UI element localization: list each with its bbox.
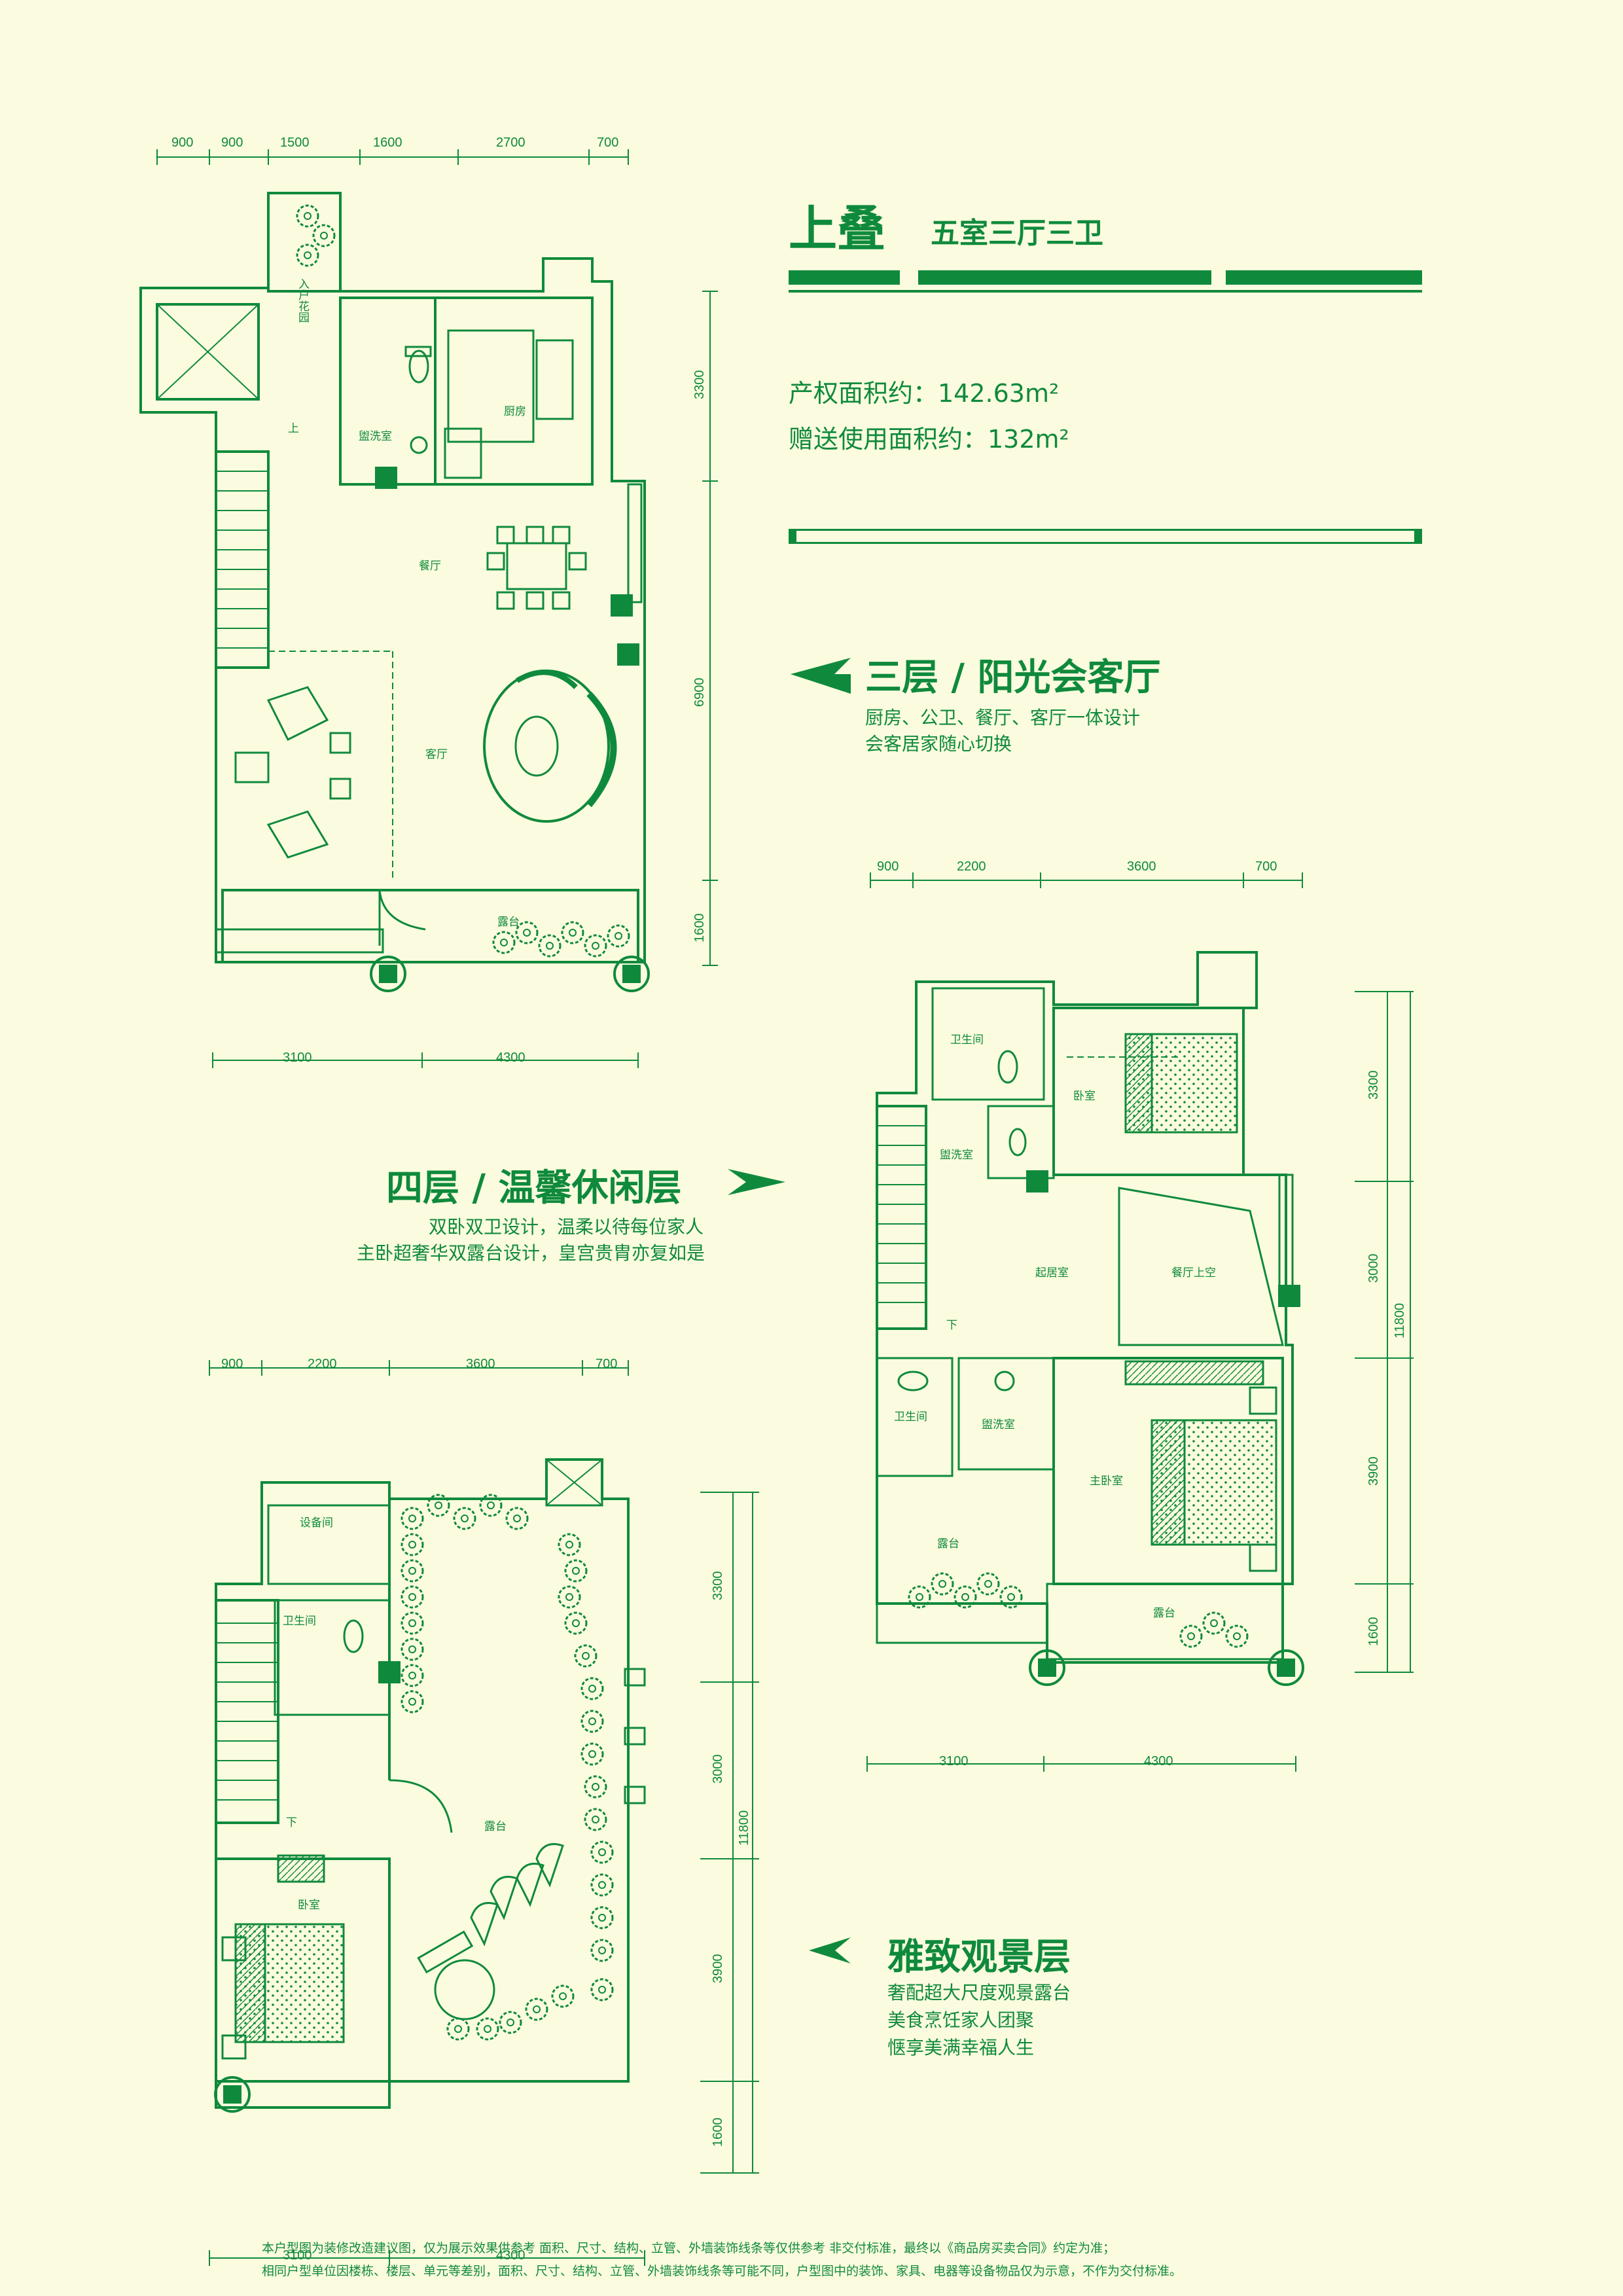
room-label-master: 主卧室: [1090, 1475, 1123, 1488]
stair-up-label: 上: [288, 422, 299, 435]
room-label-bath-2: 卫生间: [894, 1410, 927, 1424]
floor5-top-dims: 900 2200 3600 700: [221, 1357, 617, 1371]
dim-total: 11800: [1393, 1303, 1407, 1338]
room-label-terrace-1: 露台: [937, 1537, 959, 1551]
room-label-washroom: 盥洗室: [940, 1149, 973, 1162]
dim-text: 4300: [496, 1050, 526, 1065]
room-label-bath: 卫生间: [950, 1033, 984, 1047]
floor4-top-dims: 900 2200 3600 700: [877, 859, 1277, 874]
dim-text: 700: [596, 1357, 617, 1371]
floor5-arrow-icon: [809, 1937, 851, 1964]
floor5-room-labels: 设备间 卫生间 下 卧室 露台: [283, 1516, 507, 1912]
dim-text: 900: [171, 135, 193, 150]
dim-text: 3600: [1127, 859, 1156, 874]
room-label-dining-void: 餐厅上空: [1171, 1266, 1216, 1280]
floor3-room-labels: 入户花园 盥洗室 厨房 上 餐厅 客厅 露台: [288, 278, 526, 929]
area-property: 产权面积约：142.63m²: [789, 379, 1060, 408]
floor5-title: 雅致观景层: [887, 1936, 1071, 1979]
dim-text: 700: [1255, 859, 1277, 874]
page-subtitle: 五室三厅三卫: [931, 217, 1103, 250]
dim-text: 4300: [496, 2248, 526, 2263]
floor3-top-dims: 900 900 1500 1600 2700 700: [171, 135, 618, 150]
floor4-desc-1: 双卧双卫设计，温柔以待每位家人: [429, 1216, 704, 1238]
room-label-bedroom: 卧室: [1073, 1090, 1096, 1103]
stair-down-label: 下: [946, 1319, 957, 1332]
room-label-equipment: 设备间: [300, 1516, 333, 1530]
floor3-arrow-icon-2: [791, 658, 851, 691]
dim-text: 900: [221, 135, 243, 150]
room-label-family: 起居室: [1035, 1266, 1069, 1280]
dim-text: 2700: [496, 135, 526, 150]
room-label-bath: 卫生间: [283, 1615, 316, 1628]
dim-text: 3100: [939, 1754, 969, 1768]
floor4-plan: [866, 872, 1414, 1772]
dim-text: 900: [877, 859, 899, 874]
room-label-dining: 餐厅: [419, 560, 441, 573]
dim-text: 3000: [1366, 1254, 1381, 1283]
dim-text: 700: [597, 135, 618, 150]
dim-text: 3100: [283, 1050, 312, 1065]
footnote-line-1: 本户型图为装修改造建议图，仅为展示效果供参考 面积、尺寸、结构、立管、外墙装饰线…: [262, 2241, 1116, 2255]
floor4-title: 四层 / 温馨休闲层: [386, 1167, 682, 1210]
floor4-desc-2: 主卧超奢华双露台设计，皇宫贵胄亦复如是: [357, 1242, 705, 1264]
dim-total: 11800: [737, 1810, 751, 1846]
floor3-desc-2: 会客居家随心切换: [865, 733, 1012, 755]
dim-text: 3300: [1366, 1071, 1381, 1100]
room-label-kitchen: 厨房: [504, 405, 526, 418]
floor5-desc-3: 惬享美满幸福人生: [887, 2037, 1035, 2058]
floor4-right-dims: 3300 3000 3900 1600 11800: [1366, 1071, 1407, 1647]
dim-text: 1600: [373, 135, 402, 150]
dim-text: 1600: [1366, 1617, 1381, 1647]
room-label-bedroom: 卧室: [298, 1899, 320, 1912]
dim-text: 1600: [711, 2118, 725, 2147]
room-label-garden: 入户花园: [296, 278, 310, 323]
dim-text: 3600: [466, 1357, 495, 1371]
floor3-plan: [139, 149, 718, 1068]
room-label-terrace-2: 露台: [1153, 1607, 1175, 1620]
floor4-room-labels: 卫生间 卧室 盥洗室 起居室 餐厅上空 下 卫生间 盥洗室 主卧室 露台 露台: [894, 1033, 1216, 1620]
dim-text: 3300: [711, 1571, 725, 1601]
floor3-desc-1: 厨房、公卫、餐厅、客厅一体设计: [865, 707, 1141, 728]
floor3-title: 三层 / 阳光会客厅: [865, 656, 1161, 699]
floor3-terrace-plants: [296, 204, 630, 958]
floor4-bottom-dims: 3100 4300: [939, 1754, 1173, 1768]
room-label-washroom-2: 盥洗室: [982, 1418, 1015, 1431]
dim-text: 2200: [957, 859, 986, 874]
floor5-desc-1: 奢配超大尺度观景露台: [887, 1982, 1071, 2003]
dim-text: 900: [221, 1357, 243, 1371]
floor3-bottom-dims: 3100 4300: [283, 1050, 526, 1065]
room-label-terrace: 露台: [497, 916, 520, 929]
footnote-line-2: 相同户型单位因楼栋、楼层、单元等差别，面积、尺寸、结构、立管、外墙装饰线条等可能…: [262, 2264, 1183, 2278]
header-bars: [789, 270, 1422, 544]
dim-text: 3300: [692, 370, 707, 400]
dim-text: 1600: [692, 914, 707, 943]
room-label-terrace: 露台: [484, 1820, 507, 1833]
dim-text: 3100: [283, 2248, 312, 2263]
stair-down-label: 下: [286, 1816, 297, 1829]
dim-text: 4300: [1144, 1754, 1173, 1768]
dim-text: 3900: [1366, 1457, 1381, 1486]
dim-text: 6900: [692, 678, 707, 708]
area-gift: 赠送使用面积约：132m²: [789, 425, 1069, 454]
floor5-terrace-plants: [401, 1494, 614, 2041]
page-title: 上叠: [789, 201, 885, 257]
dim-text: 2200: [308, 1357, 337, 1371]
floor5-bottom-dims: 3100 4300: [283, 2248, 526, 2263]
floor5-right-dims: 3300 3000 3900 1600 11800: [711, 1571, 751, 2147]
room-label-living: 客厅: [425, 748, 448, 761]
room-label-washroom: 盥洗室: [359, 430, 392, 443]
floor5-plan: [209, 1360, 759, 2266]
floor4-arrow-icon: [728, 1169, 785, 1195]
floor5-desc-2: 美食烹饪家人团聚: [887, 2009, 1035, 2031]
dim-text: 3900: [711, 1954, 725, 1984]
dim-text: 1500: [280, 135, 310, 150]
dim-text: 3000: [711, 1755, 725, 1784]
floor3-right-dims: 3300 6900 1600: [692, 370, 707, 943]
